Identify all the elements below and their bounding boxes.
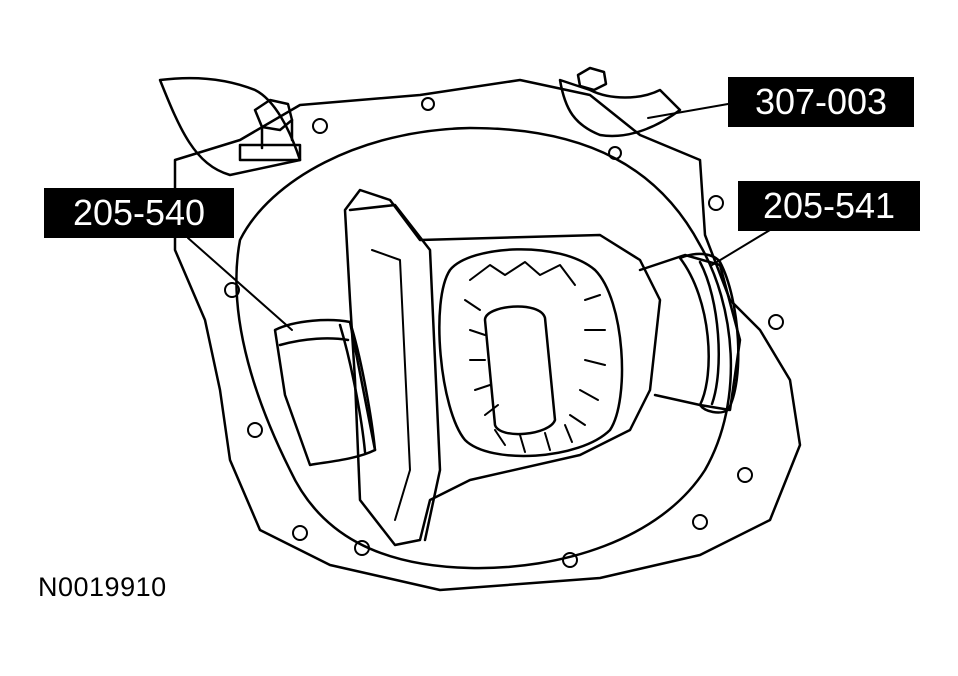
callout-205-541: 205-541 — [738, 181, 920, 231]
callout-205-540: 205-540 — [44, 188, 234, 238]
gear-window — [438, 248, 624, 458]
tool-205-540-shape — [273, 318, 377, 467]
housing-cavity — [235, 126, 733, 570]
bracket-bolt — [238, 98, 302, 162]
flange-bolt-holes — [224, 97, 784, 568]
housing-flange — [173, 78, 802, 592]
cross-pin — [483, 305, 557, 436]
leader-205-540 — [187, 237, 293, 331]
left-bracket — [158, 76, 302, 177]
leader-307-003 — [647, 103, 729, 119]
leader-205-541 — [711, 229, 771, 266]
right-bracket — [558, 78, 682, 138]
callout-307-003: 307-003 — [728, 77, 914, 127]
ring-gear-inner — [371, 249, 411, 521]
right-carrier-hub — [638, 253, 742, 412]
spider-gear-teeth — [464, 261, 606, 453]
right-bracket-bolt — [576, 66, 608, 92]
differential-carrier — [343, 188, 662, 547]
figure-id: N0019910 — [38, 572, 167, 602]
ring-gear — [348, 203, 442, 542]
